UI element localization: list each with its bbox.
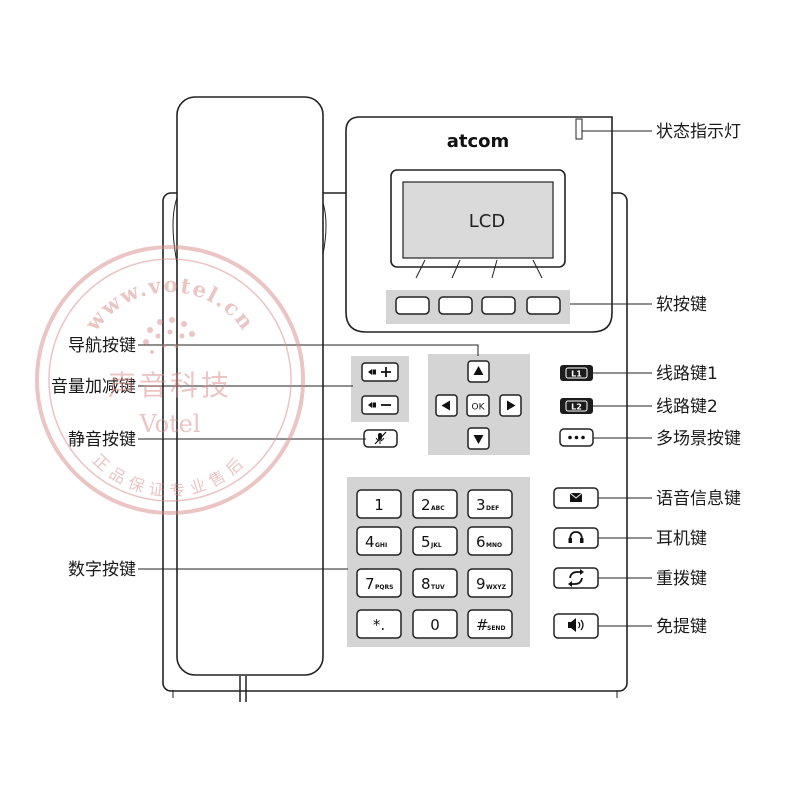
leader-lines — [138, 130, 652, 627]
redial-icon — [568, 569, 584, 587]
lcd-screen — [402, 181, 554, 259]
line1-key[interactable]: L1 — [560, 365, 593, 381]
mute-key[interactable] — [363, 429, 398, 448]
label-line2: 线路键2 — [656, 397, 718, 417]
nav-ok-label: OK — [472, 403, 486, 413]
watermark-cn-name: 声音科技 — [108, 369, 232, 402]
keypad-key-digit: 7 — [365, 575, 375, 593]
keypad-key[interactable]: 1 — [356, 489, 402, 519]
keypad-key-letters: TUV — [431, 584, 445, 591]
softkey-pointers — [415, 259, 543, 279]
keypad-key-digit: 4 — [365, 533, 375, 551]
redial-key[interactable] — [553, 567, 599, 589]
keypad-key-digit: *. — [373, 616, 385, 634]
ellipsis-icon — [568, 435, 585, 440]
keypad-key[interactable]: *. — [356, 609, 402, 639]
nav-left-key[interactable] — [435, 394, 458, 417]
headset-icon — [568, 531, 584, 543]
volume-up-key[interactable] — [361, 362, 399, 382]
arrow-up-icon — [473, 366, 484, 375]
nav-down-key[interactable] — [467, 427, 490, 450]
nav-right-key[interactable] — [499, 394, 522, 417]
softkey-2[interactable] — [438, 296, 473, 315]
keypad-key-digit: # — [476, 616, 489, 634]
keypad-key-digit: 9 — [476, 575, 486, 593]
speaker-key[interactable] — [553, 613, 599, 639]
keypad-key-letters: PQRS — [375, 584, 393, 591]
label-speaker: 免提键 — [656, 617, 707, 637]
keypad-key-digit: 6 — [476, 533, 486, 551]
label-volume: 音量加减键 — [51, 377, 136, 397]
watermark-emblem — [143, 317, 195, 354]
lcd-label: LCD — [469, 211, 505, 232]
volume-down-key[interactable] — [361, 395, 399, 415]
label-soft-keys: 软按键 — [656, 295, 707, 315]
label-voicemail: 语音信息键 — [656, 489, 741, 509]
keypad-key-digit: 8 — [421, 575, 431, 593]
speaker-icon — [568, 618, 584, 632]
label-redial: 重拨键 — [656, 569, 707, 589]
softkey-3[interactable] — [481, 296, 516, 315]
label-line1: 线路键1 — [656, 364, 718, 384]
keypad-key-digit: 0 — [430, 616, 440, 634]
keypad-key-letters: WXYZ — [486, 584, 507, 591]
softkey-4[interactable] — [526, 296, 561, 315]
label-navigation: 导航按键 — [68, 336, 136, 356]
volume-down-icon — [368, 402, 391, 408]
keypad-key-digit: 2 — [421, 496, 431, 514]
keypad-key[interactable]: 0 — [412, 609, 458, 639]
keypad-key-letters: GHI — [375, 542, 387, 549]
label-multi-scene: 多场景按键 — [656, 429, 741, 449]
keypad-key[interactable]: #SEND — [467, 609, 513, 639]
arrow-right-icon — [507, 400, 516, 411]
keypad-key-letters: DEF — [486, 505, 499, 512]
keypad-key-letters: JKL — [430, 542, 442, 549]
keypad-key-digit: 3 — [476, 496, 486, 514]
volume-up-icon — [368, 367, 391, 377]
voicemail-key[interactable] — [553, 487, 599, 509]
envelope-icon — [569, 492, 583, 502]
status-light — [575, 118, 583, 140]
keypad-key-digit: 5 — [421, 533, 431, 551]
line2-key-label: L2 — [571, 403, 582, 412]
keypad-key-letters: ABC — [431, 505, 445, 512]
nav-ok-key[interactable]: OK — [466, 394, 490, 417]
arrow-left-icon — [441, 400, 450, 411]
nav-up-key[interactable] — [467, 360, 490, 383]
label-mute: 静音按键 — [68, 430, 136, 450]
phone-base-edge — [172, 690, 618, 698]
brand-logo: atcom — [447, 131, 510, 152]
keypad-key-letters: SEND — [487, 625, 505, 632]
label-numeric: 数字按键 — [68, 560, 136, 580]
watermark-en-name: Votel — [138, 410, 200, 438]
keypad-key-digit: 1 — [374, 496, 384, 514]
handset-cord — [239, 676, 247, 702]
softkey-1[interactable] — [395, 296, 430, 315]
line1-key-label: L1 — [571, 370, 582, 379]
label-status-light: 状态指示灯 — [656, 122, 741, 142]
line2-key[interactable]: L2 — [560, 398, 593, 414]
label-headset: 耳机键 — [656, 529, 707, 549]
arrow-down-icon — [473, 435, 484, 444]
headset-key[interactable] — [553, 527, 599, 549]
mute-icon — [374, 431, 387, 445]
multi-scene-key[interactable] — [559, 428, 594, 447]
keypad-key-letters: MNO — [486, 542, 502, 549]
